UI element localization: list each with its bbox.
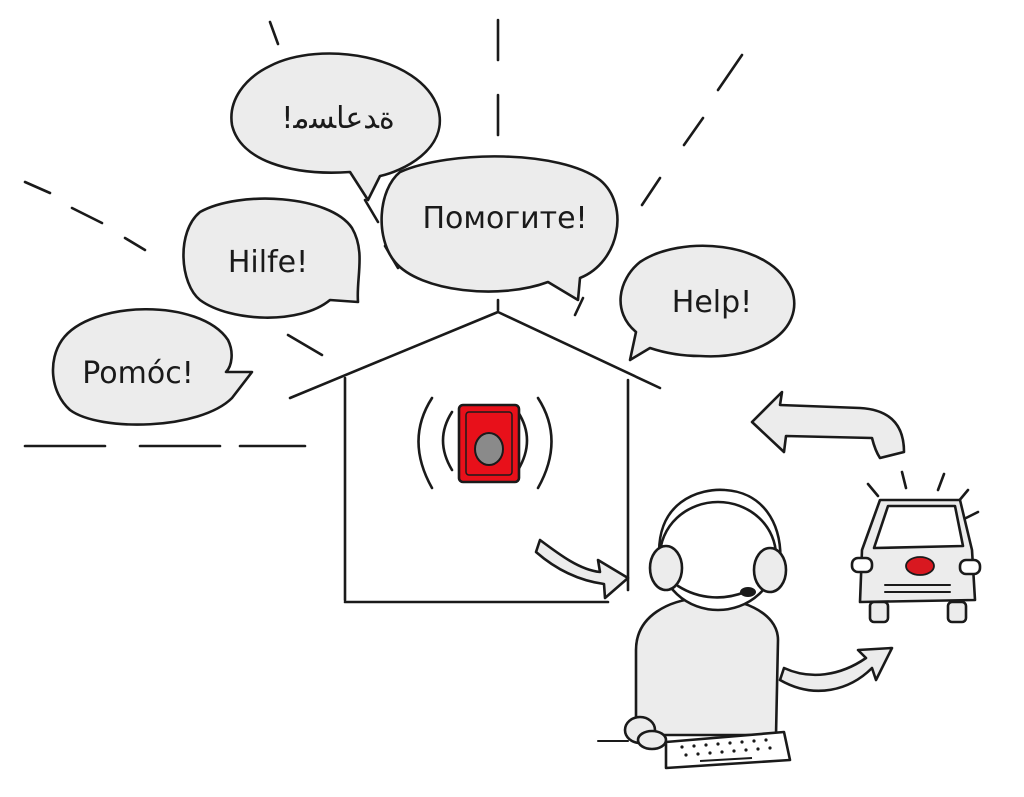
bubble-pomogite: Помогите! bbox=[380, 155, 619, 302]
keyboard-icon bbox=[664, 730, 792, 770]
bubble-pomoc-text: Pomóc! bbox=[82, 356, 193, 391]
mouse-icon bbox=[597, 715, 668, 751]
house bbox=[288, 310, 662, 604]
alarm-button-icon bbox=[417, 396, 553, 490]
arrow-icon bbox=[750, 390, 906, 460]
arrow-icon bbox=[778, 646, 894, 693]
bubble-help-text: Help! bbox=[672, 285, 752, 320]
keyboard-keys bbox=[680, 738, 772, 762]
bubble-hilfe-text: Hilfe! bbox=[228, 245, 308, 280]
bubble-pomoc: Pomóc! bbox=[51, 308, 254, 426]
bubble-pomogite-text: Помогите! bbox=[422, 201, 587, 236]
bubble-hilfe: Hilfe! bbox=[182, 197, 361, 319]
emergency-vehicle-icon bbox=[850, 470, 982, 624]
bubble-arabic: !ﺓﺪﻋﺎﺴﻣ bbox=[230, 52, 442, 202]
bubble-arabic-text: !ﺓﺪﻋﺎﺴﻣ bbox=[281, 101, 394, 136]
operator-headset-icon bbox=[634, 488, 788, 737]
bubble-help: Help! bbox=[619, 244, 796, 362]
arrow-icon bbox=[534, 538, 630, 600]
